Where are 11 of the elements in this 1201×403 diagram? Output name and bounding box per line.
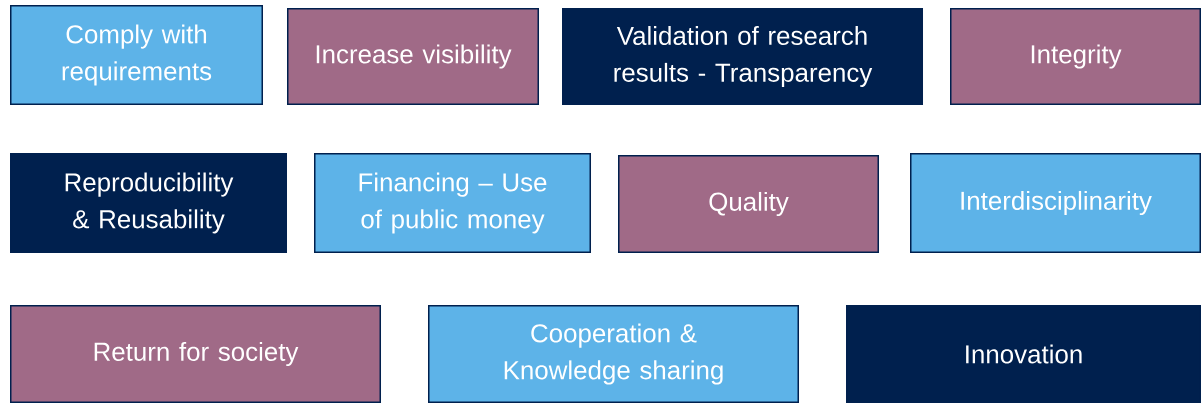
text-box: Cooperation & Knowledge sharing [428,305,799,403]
text-box: Reproducibility & Reusability [10,153,287,253]
text-box: Interdisciplinarity [910,153,1201,253]
text-box: Innovation [846,305,1201,403]
text-box: Financing – Use of public money [314,153,591,253]
text-box: Quality [618,155,879,253]
text-box: Return for society [10,305,381,403]
text-box: Integrity [950,8,1201,105]
text-box: Validation of research results - Transparency [562,8,923,105]
text-box: Comply with requirements [10,5,263,105]
text-box: Increase visibility [287,8,539,105]
